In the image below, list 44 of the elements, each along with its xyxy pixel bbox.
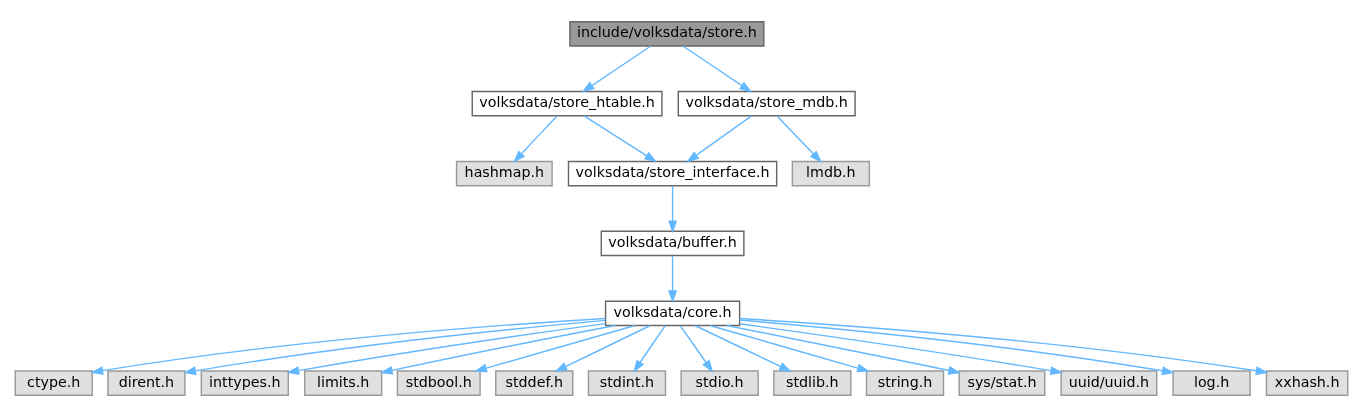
node-box: stdio.h — [680, 370, 759, 396]
arrow — [583, 115, 658, 163]
arrow — [554, 324, 652, 372]
node-box: dirent.h — [107, 370, 186, 396]
arrow — [739, 317, 1269, 376]
node-box: string.h — [865, 370, 945, 396]
node-box: volksdata/store_htable.h — [471, 90, 663, 117]
node-box: volksdata/store_mdb.h — [677, 90, 856, 117]
arrow — [633, 325, 666, 373]
node-box: volksdata/store_interface.h — [567, 160, 778, 187]
node-box: stdint.h — [587, 370, 667, 396]
node-box: volksdata/buffer.h — [600, 230, 745, 257]
arrow — [679, 325, 714, 373]
node-box: include/volksdata/store.h — [569, 21, 765, 47]
arrow — [513, 115, 558, 163]
node-box: stdlib.h — [773, 370, 852, 396]
node-box: stdbool.h — [396, 370, 481, 396]
arrow — [776, 115, 822, 163]
node-box: uuid/uuid.h — [1060, 370, 1158, 396]
node-box: ctype.h — [14, 370, 93, 396]
node-box: stddef.h — [495, 370, 574, 396]
arrow — [739, 323, 1064, 376]
arrow — [581, 45, 652, 93]
arrow — [379, 324, 617, 375]
arrow — [286, 322, 606, 376]
node-box: lmdb.h — [791, 160, 871, 187]
arrow — [686, 115, 753, 163]
arrow — [739, 319, 1175, 376]
node-box: inttypes.h — [200, 370, 289, 396]
node-box: limits.h — [304, 370, 383, 396]
node-box: log.h — [1172, 370, 1251, 396]
arrow — [668, 185, 678, 234]
node-box: xxhash.h — [1265, 370, 1349, 396]
node-box: sys/stat.h — [958, 370, 1046, 396]
arrow — [474, 324, 636, 373]
arrow — [709, 324, 870, 373]
arrow — [682, 45, 753, 93]
node-box: volksdata/core.h — [604, 300, 741, 327]
arrow — [183, 319, 606, 376]
node-box: hashmap.h — [455, 160, 553, 187]
arrow — [90, 317, 606, 375]
arrow — [726, 324, 962, 375]
arrow — [694, 324, 792, 372]
arrow — [668, 255, 678, 304]
